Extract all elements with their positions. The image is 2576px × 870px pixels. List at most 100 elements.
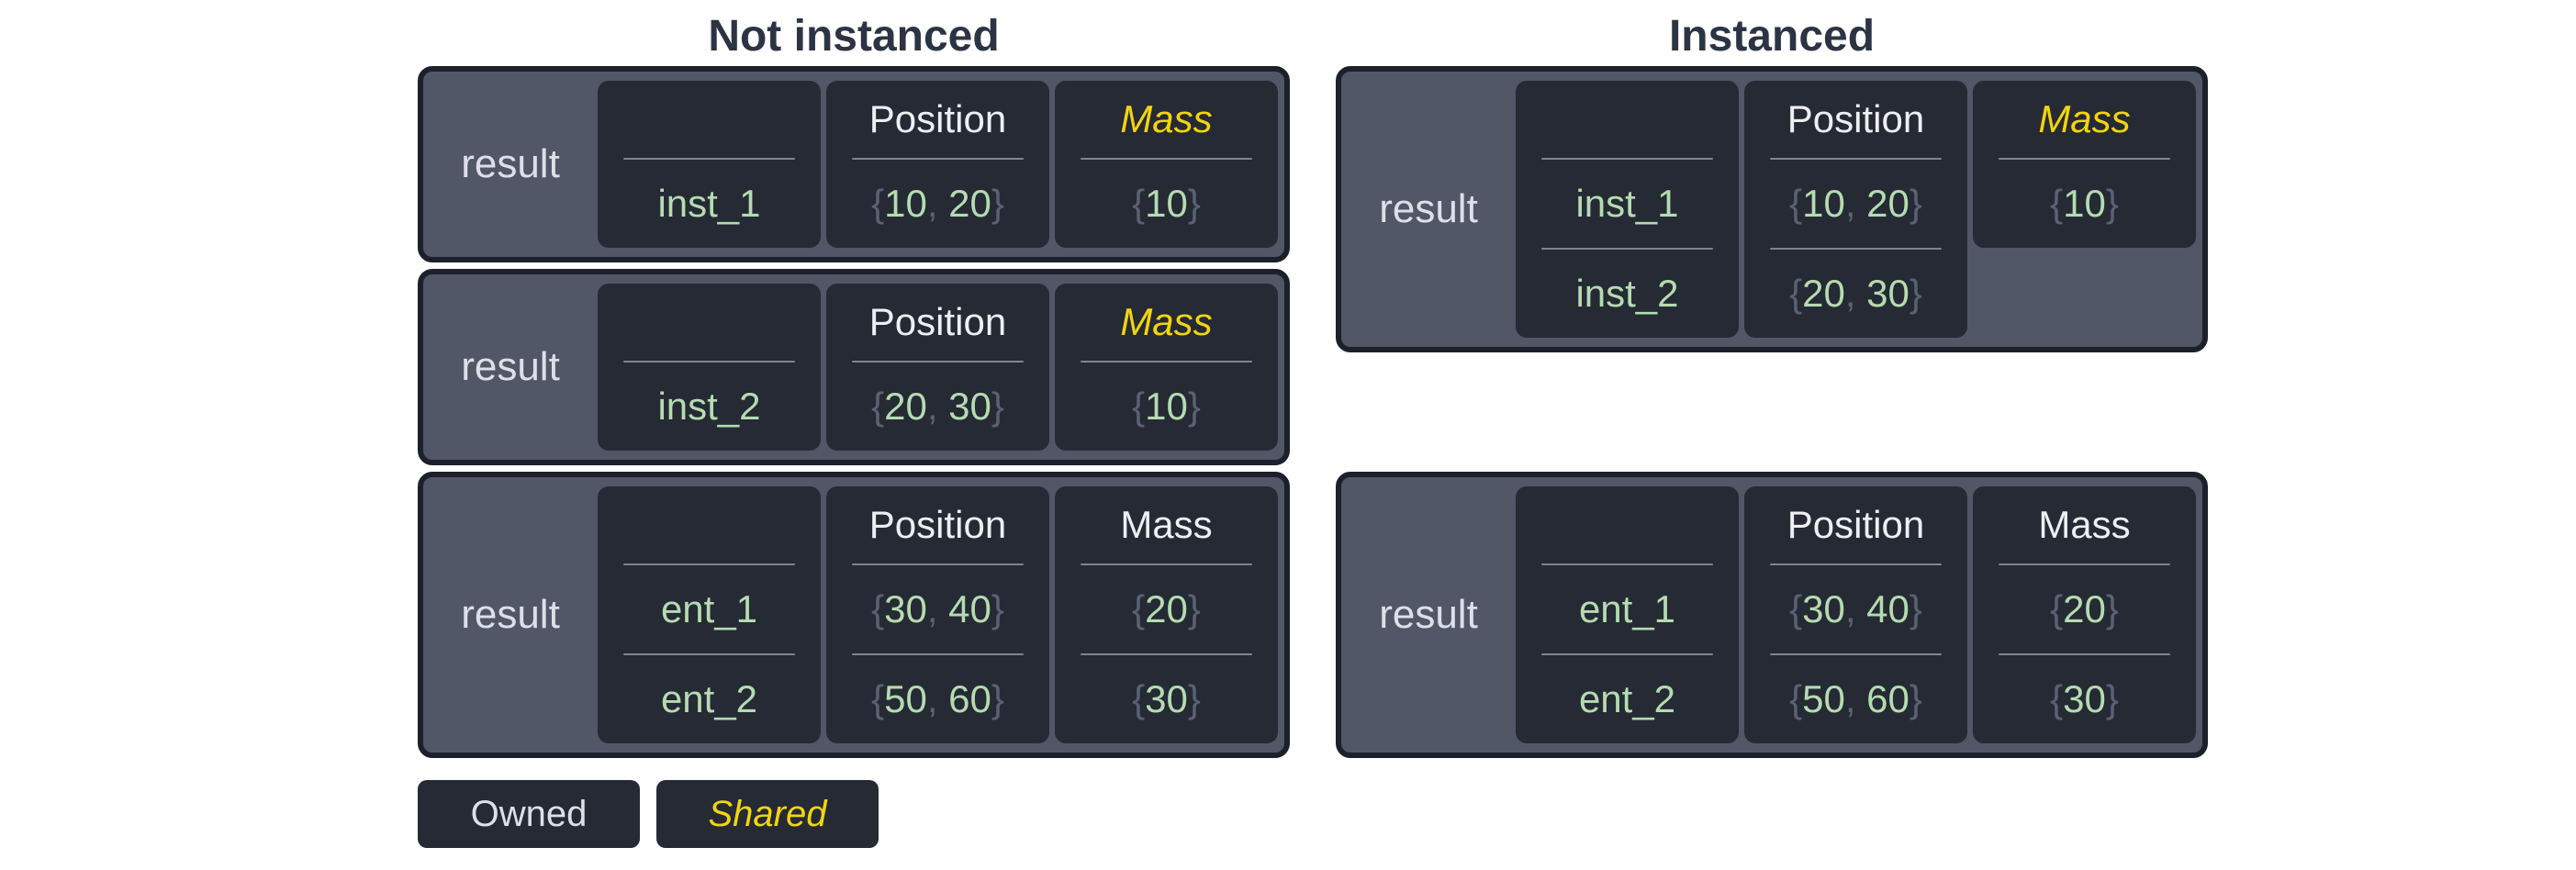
close-brace: } (1909, 677, 1922, 720)
column-header: Mass (1120, 503, 1213, 546)
value-number: 20 (1866, 182, 1910, 225)
entity-column: ent_1 ent_2 (1516, 486, 1739, 743)
column-header: Mass (1120, 300, 1213, 343)
comma: , (926, 587, 949, 630)
table-cards: inst_2 Position{20, 30} Mass {10} (598, 284, 1278, 451)
value-number: 10 (1802, 182, 1845, 225)
entity-column: inst_2 (598, 284, 821, 451)
divider (1770, 653, 1942, 655)
open-brace: { (871, 677, 885, 720)
column-header: Position (1786, 97, 1925, 140)
entity-name: inst_2 (1575, 272, 1679, 315)
close-brace: } (1909, 272, 1922, 315)
component-column-position: Position{30, 40}{50, 60} (1744, 486, 1967, 743)
entity-name: ent_1 (1578, 587, 1676, 630)
result-label: result (423, 284, 598, 451)
comma: , (926, 677, 949, 720)
comma: , (926, 385, 949, 428)
entity-cell: ent_2 (1516, 655, 1739, 743)
result-label-text: result (461, 141, 560, 186)
value-number: 30 (884, 587, 927, 630)
close-brace: } (2105, 677, 2119, 720)
component-column-mass: Mass{20}{30} (1055, 486, 1278, 743)
entity-cell: inst_1 (598, 160, 821, 248)
component-column-mass: Mass{10} (1055, 81, 1278, 248)
comma: , (1844, 587, 1867, 630)
value-number: 30 (948, 385, 991, 428)
result-label-text: result (461, 344, 560, 389)
value-cell: {10} (1973, 160, 2196, 248)
value-number: 40 (1866, 587, 1910, 630)
result-label: result (1341, 81, 1516, 338)
divider (1541, 563, 1713, 565)
divider (852, 158, 1024, 160)
value-number: 10 (884, 182, 927, 225)
close-brace: } (991, 587, 1004, 630)
entity-name: ent_2 (1578, 677, 1676, 720)
divider (623, 653, 795, 655)
open-brace: { (2050, 182, 2064, 225)
open-brace: { (871, 587, 885, 630)
divider (623, 563, 795, 565)
column-header: Mass (2038, 97, 2131, 140)
result-label: result (423, 81, 598, 248)
result-label: result (423, 486, 598, 743)
column-header: Position (868, 503, 1007, 546)
value-number: 40 (948, 587, 991, 630)
value-cell: {30, 40} (826, 565, 1049, 653)
divider (623, 158, 795, 160)
divider (1999, 653, 2170, 655)
entity-cell: inst_2 (1516, 250, 1739, 338)
close-brace: } (1187, 182, 1201, 225)
value-cell: {50, 60} (826, 655, 1049, 743)
open-brace: { (1789, 587, 1803, 630)
component-column-position: Position{20, 30} (826, 284, 1049, 451)
divider (1081, 563, 1252, 565)
value-cell: {10} (1055, 160, 1278, 248)
entity-name: ent_2 (660, 677, 758, 720)
value-number: 30 (1866, 272, 1910, 315)
value-number: 50 (884, 677, 927, 720)
value-cell: {30, 40} (1744, 565, 1967, 653)
divider (852, 653, 1024, 655)
column-header: Position (868, 97, 1007, 140)
divider (1770, 563, 1942, 565)
value-number: 20 (2063, 587, 2106, 630)
value-number: 60 (948, 677, 991, 720)
close-brace: } (2105, 587, 2119, 630)
value-number: 20 (948, 182, 991, 225)
value-cell: {20, 30} (1744, 250, 1967, 338)
value-number: 20 (884, 385, 927, 428)
component-column-mass: Mass{20}{30} (1973, 486, 2196, 743)
entity-name: inst_2 (657, 385, 761, 428)
divider (1770, 158, 1942, 160)
value-number: 30 (2063, 677, 2106, 720)
column-header (598, 284, 821, 361)
legend: Owned Shared (418, 780, 879, 848)
open-brace: { (1132, 385, 1146, 428)
entity-cell: inst_2 (598, 362, 821, 451)
divider (1541, 158, 1713, 160)
divider (1999, 563, 2170, 565)
divider (1081, 361, 1252, 362)
comma: , (926, 182, 949, 225)
divider (852, 361, 1024, 362)
value-cell: {30} (1973, 655, 2196, 743)
column-header: Position (1786, 503, 1925, 546)
close-brace: } (1909, 587, 1922, 630)
component-column-mass: Mass {10} (1055, 284, 1278, 451)
result-label-text: result (461, 592, 560, 637)
value-cell: {20} (1055, 565, 1278, 653)
query-result-box: result inst_2 Position{20, 30} Mass {10} (418, 269, 1290, 465)
value-number: 50 (1802, 677, 1845, 720)
value-cell: {20, 30} (826, 362, 1049, 451)
value-cell: {10} (1055, 362, 1278, 451)
divider (1081, 653, 1252, 655)
